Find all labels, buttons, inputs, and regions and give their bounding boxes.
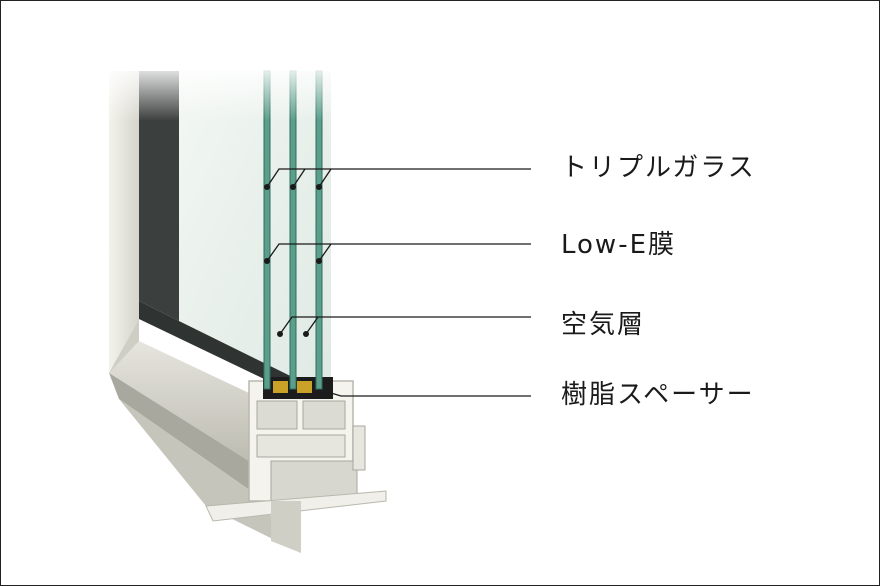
leader-dots bbox=[264, 184, 322, 337]
label-triple-glass: トリプルガラス bbox=[561, 153, 756, 183]
leader-lines bbox=[266, 168, 531, 397]
label-resin-spacer: 樹脂スペーサー bbox=[561, 380, 755, 410]
label-air-layer: 空気層 bbox=[561, 310, 646, 340]
top-fade-overlay bbox=[101, 61, 341, 121]
label-low-e-film: Low-E膜 bbox=[561, 230, 677, 260]
outer-frame-jamb bbox=[109, 71, 139, 379]
frame-profile-section bbox=[205, 380, 387, 553]
